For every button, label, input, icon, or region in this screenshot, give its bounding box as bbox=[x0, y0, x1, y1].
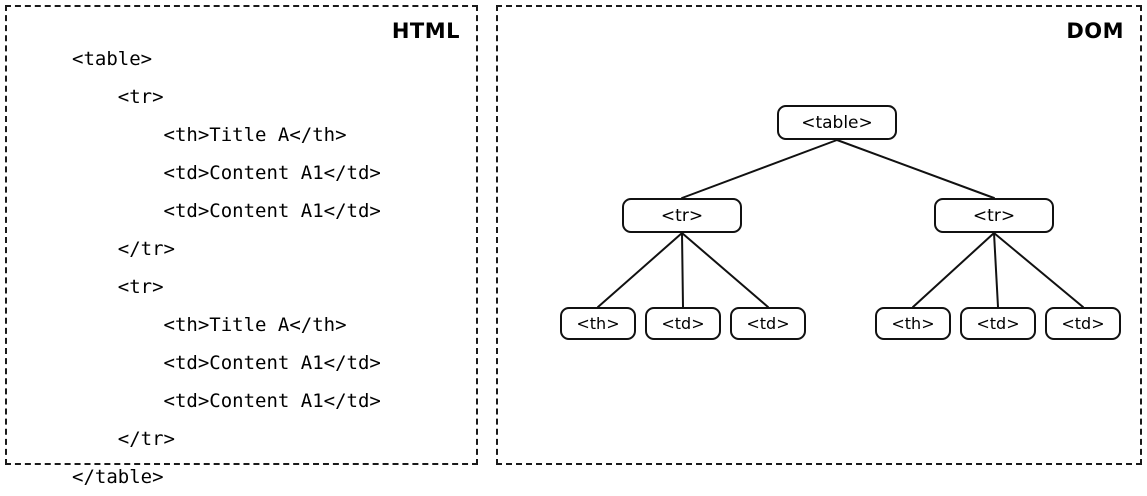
html-panel: HTML <table> <tr> <th>Title A</th> <td>C… bbox=[5, 5, 478, 488]
edge-tr2-to-td-2 bbox=[993, 232, 1084, 308]
code-line: <th>Title A</th> bbox=[72, 124, 347, 146]
tree-node-td-1a[interactable]: <td> bbox=[645, 307, 721, 340]
tree-node-label: <tr> bbox=[660, 205, 704, 226]
dom-panel: DOM <table> <tr> bbox=[496, 5, 1142, 465]
tree-node-label: <td> bbox=[1061, 314, 1105, 333]
html-code-listing: <table> <tr> <th>Title A</th> <td>Conten… bbox=[72, 40, 381, 496]
tree-node-label: <th> bbox=[891, 314, 935, 333]
edge-tr2-to-th bbox=[912, 232, 995, 308]
tree-node-label: <td> bbox=[746, 314, 790, 333]
tree-node-label: <td> bbox=[661, 314, 705, 333]
tree-node-label: <td> bbox=[976, 314, 1020, 333]
tree-edges bbox=[597, 139, 1084, 308]
edge-table-to-tr-1 bbox=[681, 139, 838, 199]
edge-tr2-to-td-1 bbox=[993, 232, 999, 308]
code-line: <table> bbox=[72, 48, 153, 70]
tree-node-td-2a[interactable]: <td> bbox=[960, 307, 1036, 340]
tree-node-td-2b[interactable]: <td> bbox=[1045, 307, 1121, 340]
tree-node-td-1b[interactable]: <td> bbox=[730, 307, 806, 340]
code-line: <td>Content A1</td> bbox=[72, 200, 381, 222]
tree-node-tr-2[interactable]: <tr> bbox=[934, 198, 1054, 233]
edge-tr1-to-th bbox=[597, 232, 683, 308]
code-line: </table> bbox=[72, 466, 164, 488]
code-line: <td>Content A1</td> bbox=[72, 352, 381, 374]
tree-node-label: <th> bbox=[576, 314, 620, 333]
diagram-canvas: HTML <table> <tr> <th>Title A</th> <td>C… bbox=[5, 5, 1142, 488]
code-line: </tr> bbox=[72, 428, 175, 450]
code-line: <tr> bbox=[72, 276, 164, 298]
tree-node-table[interactable]: <table> bbox=[777, 105, 897, 140]
dom-panel-title: DOM bbox=[1066, 19, 1124, 43]
code-line: </tr> bbox=[72, 238, 175, 260]
tree-node-tr-1[interactable]: <tr> bbox=[622, 198, 742, 233]
code-line: <tr> bbox=[72, 86, 164, 108]
tree-node-label: <table> bbox=[801, 112, 873, 133]
tree-node-th-1[interactable]: <th> bbox=[560, 307, 636, 340]
code-line: <th>Title A</th> bbox=[72, 314, 347, 336]
code-line: <td>Content A1</td> bbox=[72, 390, 381, 412]
html-panel-title: HTML bbox=[391, 19, 460, 43]
edge-tr1-to-td-1 bbox=[681, 232, 684, 308]
code-line: <td>Content A1</td> bbox=[72, 162, 381, 184]
tree-node-label: <tr> bbox=[972, 205, 1016, 226]
edge-table-to-tr-2 bbox=[836, 139, 995, 199]
edge-tr1-to-td-2 bbox=[681, 232, 769, 308]
tree-node-th-2[interactable]: <th> bbox=[875, 307, 951, 340]
